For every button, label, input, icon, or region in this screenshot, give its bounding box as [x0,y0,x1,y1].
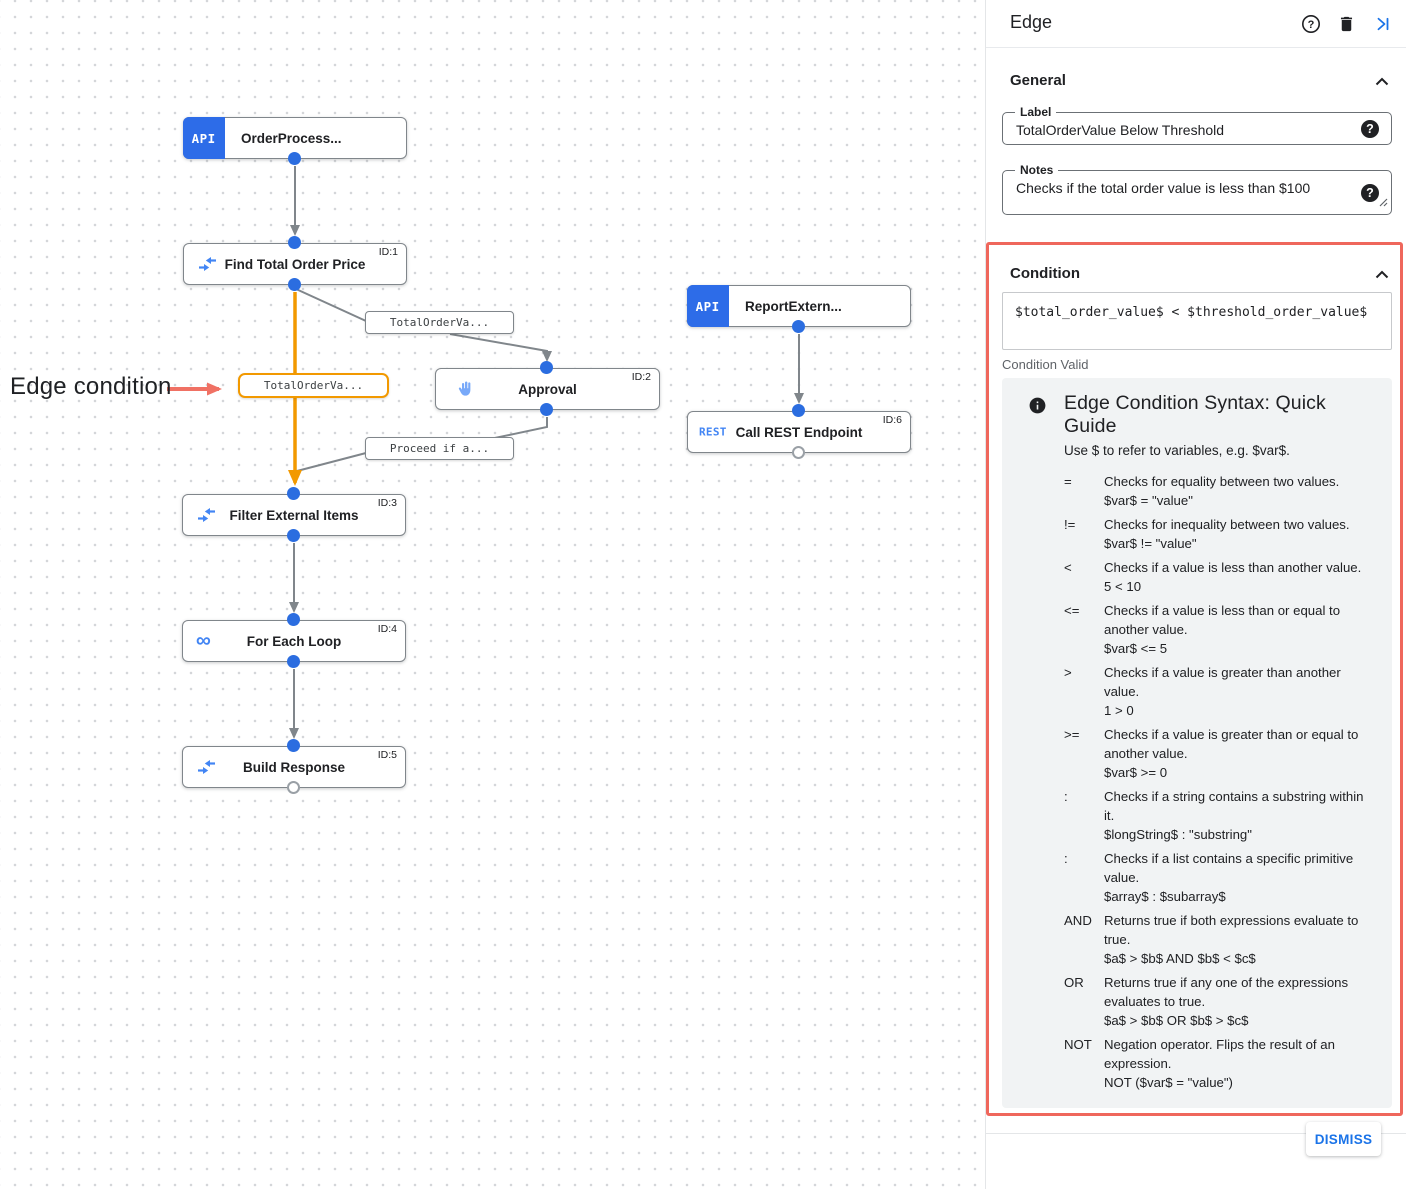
notes-field[interactable]: Notes ? [1002,163,1392,215]
guide-intro: Use $ to refer to variables, e.g. $var$. [1064,443,1290,458]
connection-dot[interactable] [288,278,301,291]
connection-dot[interactable] [792,320,805,333]
notes-field-label: Notes [1015,163,1059,178]
label-input[interactable] [1003,113,1391,146]
edge-label-selected-condition[interactable]: TotalOrderVa... [238,373,389,398]
connection-dot[interactable] [287,739,300,752]
edge-properties-panel: Edge ? General Label ? Notes ? [986,0,1406,1189]
api-trigger-icon: API [686,284,729,328]
edge-label-to-approval[interactable] [449,333,552,362]
node-title: Approval [518,381,577,397]
panel-footer-divider [986,1133,1406,1134]
node-title: ReportExtern... [745,298,842,314]
node-title: Build Response [242,759,345,775]
node-title: Filter External Items [229,507,359,523]
node-id: ID:2 [631,371,651,383]
api-trigger-icon: API [182,116,225,160]
data-mapping-icon [198,257,217,272]
edge-layer [167,166,804,739]
help-icon[interactable]: ? [1300,13,1322,35]
guide-title: Edge Condition Syntax: Quick Guide [1064,392,1326,437]
resize-handle-icon[interactable] [1379,194,1388,212]
data-mapping-icon [197,508,216,523]
condition-valid-status: Condition Valid [1002,357,1089,372]
node-id: ID:4 [377,623,397,635]
panel-header: Edge ? [986,0,1406,48]
edge-findtotal-to-label[interactable] [295,288,367,322]
node-title: For Each Loop [246,633,342,649]
annotation-edge-condition: Edge condition [10,373,172,400]
loop-icon: ∞ [196,629,211,652]
label-field-label: Label [1015,105,1057,120]
edge-label-to-filter[interactable] [296,452,367,472]
connection-dot-open[interactable] [792,446,805,459]
connection-dot[interactable] [288,236,301,249]
node-find-total-order-price[interactable]: ID:1 Find Total Order Price [183,243,407,285]
edge-label-to-approval[interactable]: TotalOrderVa... [365,311,514,334]
connection-dot[interactable] [540,361,553,374]
guide-item: >=Checks if a value is greater than or e… [1064,727,1359,780]
guide-item: !=Checks for inequality between two valu… [1064,517,1350,551]
node-title: Call REST Endpoint [735,424,863,440]
guide-item: :Checks if a string contains a substring… [1064,789,1364,842]
node-title: OrderProcess... [241,130,342,146]
node-id: ID:1 [378,246,398,258]
node-id: ID:3 [377,497,397,509]
connection-dot[interactable] [540,403,553,416]
collapse-condition-icon[interactable] [1374,267,1390,283]
guide-item: =Checks for equality between two values.… [1064,474,1340,508]
guide-item: :Checks if a list contains a specific pr… [1064,851,1354,904]
node-id: ID:6 [882,414,902,426]
guide-item: >Checks if a value is greater than anoth… [1064,665,1341,718]
connection-dot[interactable] [288,152,301,165]
label-field[interactable]: Label ? [1002,105,1392,146]
edge-approval-to-label[interactable] [489,417,548,440]
svg-text:?: ? [1308,19,1315,31]
delete-icon[interactable] [1335,13,1357,35]
notes-input[interactable] [1003,171,1391,204]
condition-expression-input[interactable]: $total_order_value$ < $threshold_order_v… [1002,292,1392,350]
collapse-general-icon[interactable] [1374,74,1390,90]
data-mapping-icon [197,760,216,775]
guide-item: <=Checks if a value is less than or equa… [1064,603,1341,656]
condition-section-heading: Condition [1010,265,1080,282]
connection-dot[interactable] [287,655,300,668]
dismiss-button[interactable]: DISMISS [1306,1122,1381,1156]
collapse-panel-icon[interactable] [1372,13,1394,35]
connection-dot[interactable] [287,529,300,542]
condition-syntax-guide: Edge Condition Syntax: Quick Guide Use $… [1002,378,1392,1108]
node-id: ID:5 [377,749,397,761]
notes-help-icon[interactable]: ? [1361,184,1379,202]
edge-label-from-approval[interactable]: Proceed if a... [365,437,514,460]
connection-dot[interactable] [287,487,300,500]
general-section-heading: General [1010,72,1066,89]
label-help-icon[interactable]: ? [1361,120,1379,138]
approval-hand-icon [456,380,475,399]
workflow-canvas[interactable]: API OrderProcess... ID:1 Find Total Orde… [0,0,986,1189]
connection-dot[interactable] [792,404,805,417]
panel-title: Edge [1010,12,1053,32]
rest-icon: REST [699,425,727,439]
guide-item: <Checks if a value is less than another … [1064,560,1362,594]
node-title: Find Total Order Price [224,256,366,272]
info-icon [1028,396,1047,415]
connection-dot[interactable] [287,613,300,626]
node-order-trigger[interactable]: API OrderProcess... [182,116,407,160]
connection-dot-open[interactable] [287,781,300,794]
